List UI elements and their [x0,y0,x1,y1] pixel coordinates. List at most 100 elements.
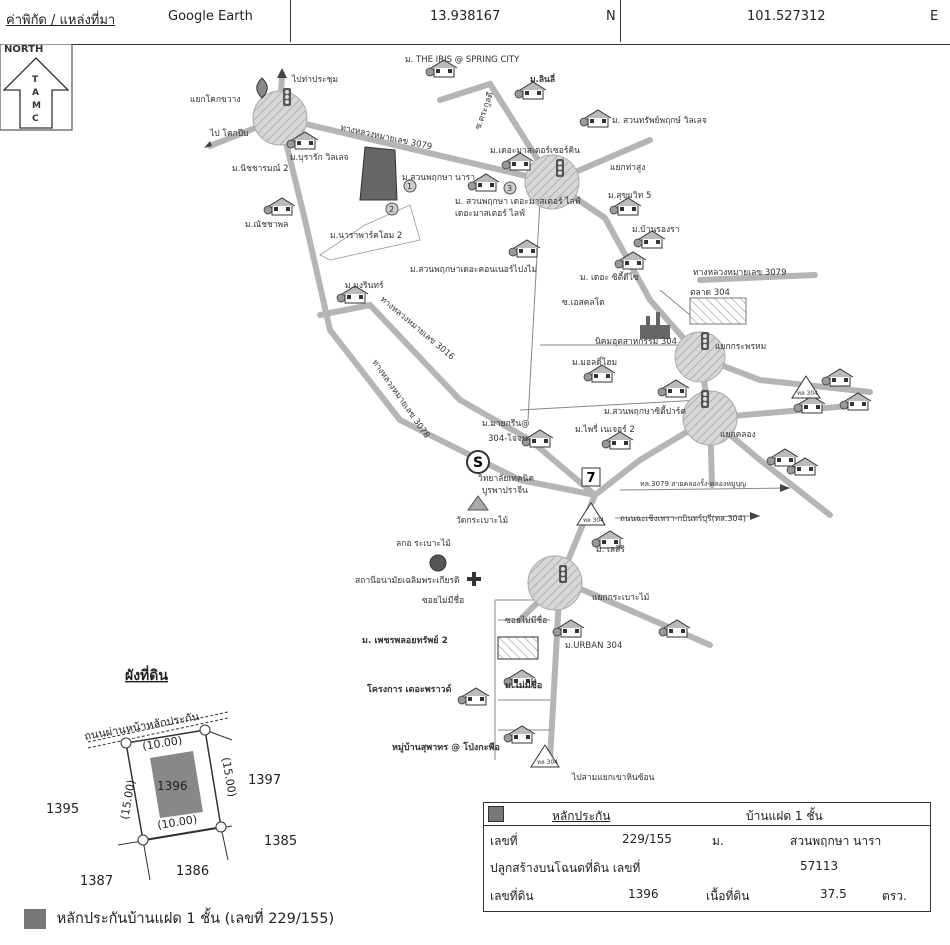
label-road-3078: ทางหลวงหมายเลข 3078 [370,358,432,440]
area-map: S 7 NORTH T A [0,44,873,889]
house-icon [579,109,612,128]
lot-1396-fill [150,751,203,818]
label-soi-noname-1: ซอยไม่มีชื่อ [422,594,464,606]
junction-khlong [682,390,738,446]
longitude-value: 101.527312 [747,9,826,24]
label-marker-1: 1 [407,182,412,191]
label-suthapon: หมู่บ้านสุพาทร @ โป่งกะพือ [392,741,500,753]
info-deed-value: 57113 [800,859,839,873]
plot-neighbor-1385: 1385 [264,834,297,849]
label-north-t: T [32,75,39,85]
arrow-3079-east-icon [780,484,790,492]
label-mongkhon: ม.มงรินทร์ [345,280,384,291]
temple-icon [467,495,489,511]
label-thiracharn: ม.นิชชารมณ์ 2 [232,163,289,174]
label-mai-mi-chue: ม.ไม่มีชื่อ [505,678,542,691]
subject-property-outline [319,204,421,261]
traffic-light-icon [701,332,709,350]
label-north-m: M [32,101,41,111]
label-lak-krachang: ลกอ ระเบาะไม้ [396,538,451,549]
source-cell: ค่าพิกัด / แหล่งที่มา Google Earth [0,0,291,42]
plot-dim-right: (15.00) [219,756,239,798]
road-3079-label-line [619,487,791,491]
label-hospital: สถานีอนามัยเฉลิมพระเกียรติ [355,575,460,586]
label-the-citi: ม. เดอะ ซิตี้ดีไซ [580,271,639,283]
lak-icon [429,554,447,572]
info-deed-label: ปลูกสร้างบนโฉนดที่ดิน เลขที่ [490,861,641,875]
traffic-light-icon [283,88,291,106]
label-t304-c: ทล 304 [537,759,558,766]
soi-mid2 [519,399,701,411]
label-to-prachum: ไปท่าประชุม [291,74,338,85]
plot-neighbor-1395: 1395 [46,802,79,817]
label-modern-home: ม.มอลดิ์โฮม [572,356,617,368]
info-title: หลักประกัน [552,809,611,823]
label-junc-khlong: แยกคลอง [720,430,756,440]
legend-text: หลักประกันบ้านแฝด 1 ชั้น (เลขที่ 229/155… [56,911,335,927]
label-iris: ม. THE IRIS @ SPRING CITY [405,55,520,65]
house-icon [503,725,536,744]
coordinates-header: ค่าพิกัด / แหล่งที่มา Google Earth 13.93… [0,0,950,45]
road-304-main [547,415,713,763]
soi-nomsap [527,199,541,421]
label-project: โครงการ เดอะพราวด์ [366,683,452,695]
road-3016 [317,301,598,498]
traffic-light-icons [283,88,709,583]
road-kokkhwang-south [277,115,598,498]
road-304-label-line [614,515,761,519]
label-nara-park2: ม.นาราพาร์คโฮม 2 [330,230,402,241]
label-north-c: C [32,114,39,124]
info-m-label: ม. [712,834,724,848]
info-no-label: เลขที่ [490,834,518,848]
plot-dim-left: (15.00) [118,779,138,821]
label-suanphruksa-master-2: เดอะมาสเตอร์ ไลฟ์ [455,208,525,219]
road-north-iris [437,80,555,185]
traffic-light-icon [556,159,564,177]
collateral-info-box: หลักประกัน บ้านแฝด 1 ชั้น เลขที่ 229/155… [483,802,931,912]
info-m-value: สวนพฤกษา นารา [790,834,882,848]
label-marker-2: 2 [389,205,394,214]
plot-neighbor-1387: 1387 [80,874,113,889]
house-icon [614,251,647,270]
highway-304-shield-icon [576,502,606,526]
info-no-value: 229/155 [622,832,672,846]
arrow-to-kok-icon [204,141,212,148]
legend: หลักประกันบ้านแฝด 1 ชั้น (เลขที่ 229/155… [24,907,334,930]
plot-title: ผังที่ดิน [125,665,168,684]
house-icon [457,687,490,706]
junction-kokkhwang [252,90,308,146]
arrow-304-icon [750,512,760,520]
label-nikhom: นิคมอุตสาหกรรม 304 [595,337,677,347]
label-junc-krabao: แยกกระเบาะไม้ [592,592,649,603]
housing-block-icon [497,636,539,660]
label-suan-city: ม.สวนพฤกษาซิตี้ปาร์ค [604,405,686,417]
label-t304-a: ทล 304 [797,390,818,397]
plot-dim-bottom: (10.00) [156,813,198,832]
school-icon: S [466,450,490,474]
label-suansap: ม. สวนทรัพย์พฤกษ์ วิลเลจ [612,115,707,126]
label-to-kabin: ไปสามแยกเขาหินซ้อน [571,772,655,783]
latitude-dir: N [606,9,616,24]
marker-2-icon [385,202,399,216]
label-junc-thasung: แยกท่าสูง [610,163,645,173]
plot-lot-label: 1396 [157,779,188,793]
subject-property-block [359,146,398,201]
svg-text:7: 7 [586,471,595,486]
latitude-value: 13.938167 [430,9,501,24]
info-lot-value: 1396 [628,887,659,901]
junction-circles [252,90,738,611]
info-area-value: 37.5 [820,887,847,901]
plot-diagram [87,711,233,881]
market-304-image [689,297,747,325]
label-casa-master: ม.เดอะมาสเตอร์เซอร์คิน [490,145,580,156]
factory-icon [640,312,670,339]
road-3079-right [697,272,818,283]
label-school-2: บูรพาปราจีน [482,485,528,496]
label-in-lee: ม.ลินลี่ [530,72,555,85]
label-buraram: ม.บุรารัก วิลเลจ [290,153,349,163]
label-sec-sri: ม. เลสิริ [596,545,625,555]
label-north-title: NORTH [4,44,43,55]
label-ban-rong: ม.บ้านรองรา [632,224,679,235]
label-t304-b: ทล 304 [583,517,604,524]
label-marker-3: 3 [507,184,512,193]
